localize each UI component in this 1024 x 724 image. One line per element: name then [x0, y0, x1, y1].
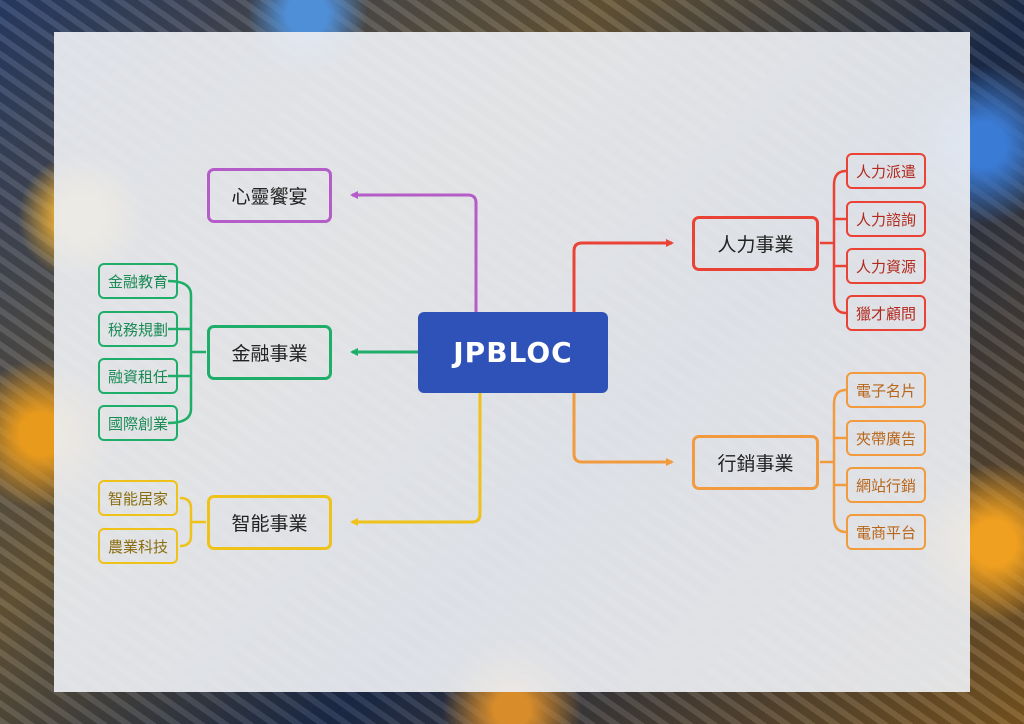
center-node[interactable]: JPBLOC [418, 312, 608, 393]
leaf-marketing-1[interactable]: 電子名片 [846, 372, 926, 408]
link-smart [350, 393, 482, 526]
branch-marketing[interactable]: 行銷事業 [692, 435, 819, 490]
finance-bracket [167, 279, 206, 425]
link-marketing [572, 393, 674, 466]
leaf-hr-3[interactable]: 人力資源 [846, 248, 926, 284]
leaf-finance-2[interactable]: 稅務規劃 [98, 311, 178, 347]
leaf-hr-1[interactable]: 人力派遣 [846, 153, 926, 189]
link-hr [572, 239, 674, 312]
branch-finance[interactable]: 金融事業 [207, 325, 332, 380]
leaf-hr-2[interactable]: 人力諮詢 [846, 201, 926, 237]
leaf-smart-1[interactable]: 智能居家 [98, 480, 178, 516]
marketing-bracket [820, 388, 847, 534]
smart-bracket [179, 496, 206, 548]
leaf-marketing-3[interactable]: 網站行銷 [846, 467, 926, 503]
branch-heart[interactable]: 心靈饗宴 [207, 168, 332, 223]
leaf-smart-2[interactable]: 農業科技 [98, 528, 178, 564]
branch-smart[interactable]: 智能事業 [207, 495, 332, 550]
leaf-finance-1[interactable]: 金融教育 [98, 263, 178, 299]
leaf-finance-3[interactable]: 融資租任 [98, 358, 178, 394]
leaf-finance-4[interactable]: 國際創業 [98, 405, 178, 441]
leaf-marketing-4[interactable]: 電商平台 [846, 514, 926, 550]
leaf-marketing-2[interactable]: 夾帶廣告 [846, 420, 926, 456]
branch-hr[interactable]: 人力事業 [692, 216, 819, 271]
hr-bracket [820, 169, 847, 315]
leaf-hr-4[interactable]: 獵才顧問 [846, 295, 926, 331]
link-heart [350, 191, 478, 312]
